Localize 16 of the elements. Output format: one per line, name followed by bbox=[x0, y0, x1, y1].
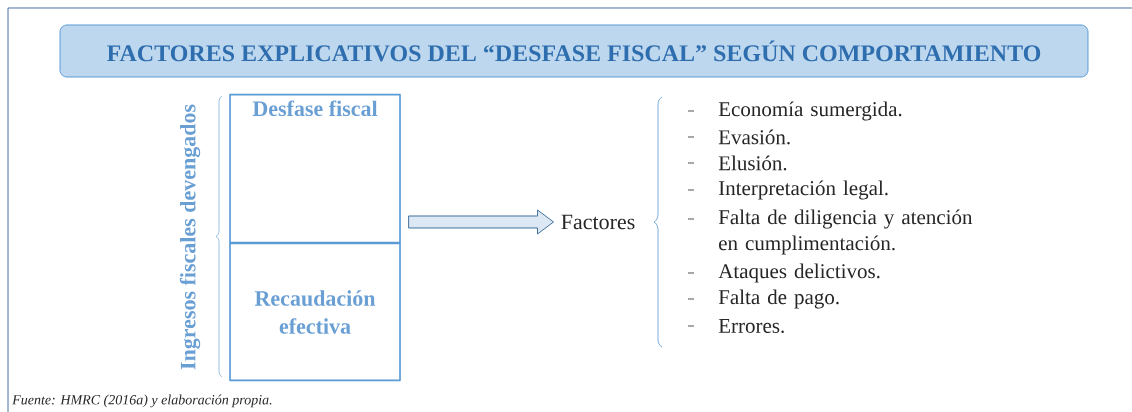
list-item: Evasión. bbox=[718, 129, 790, 145]
title-banner: FACTORES EXPLICATIVOS DEL “DESFASE FISCAL” SEGÚN COMPORTAMIENTO bbox=[59, 24, 1089, 78]
list-item: Economía sumergida. bbox=[718, 101, 902, 121]
box-section: Desfase fiscal bbox=[229, 93, 401, 243]
list-item: Falta de diligencia y atención en cumplimentación. bbox=[718, 209, 973, 255]
list-item: Interpretación legal. bbox=[718, 180, 888, 200]
list-item: Falta de pago. bbox=[718, 289, 839, 309]
rotated-label: Ingresos fiscales devengados bbox=[179, 104, 201, 370]
list-item: Ataques delictivos. bbox=[718, 263, 880, 283]
stacked-box bbox=[229, 94, 401, 381]
list-item: Errores. bbox=[718, 318, 784, 333]
source-note: Fuente: HMRC (2016a) y elaboración propia. bbox=[12, 394, 272, 408]
block-arrow bbox=[408, 209, 555, 235]
bracket-label: Factores bbox=[561, 214, 635, 230]
box-section: Recaudación efectiva bbox=[229, 243, 401, 382]
list-item: Elusión. bbox=[718, 155, 787, 171]
